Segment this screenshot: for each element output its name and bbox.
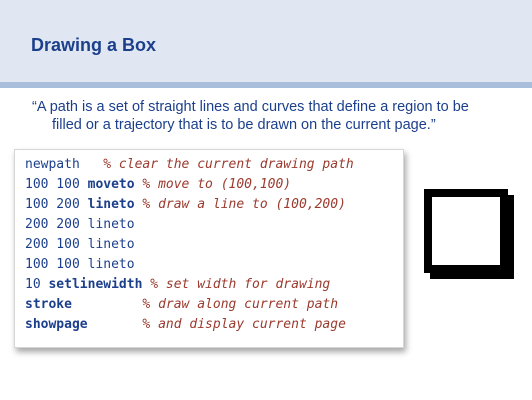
code-listing: newpath % clear the current drawing path… xyxy=(14,149,404,348)
header-divider xyxy=(0,82,532,88)
code-spacer xyxy=(88,317,143,332)
code-text: newpath xyxy=(25,157,104,172)
code-comment: % draw along current path xyxy=(142,297,339,312)
code-line: stroke % draw along current path xyxy=(25,295,338,315)
code-line: showpage % and display current page xyxy=(25,315,346,335)
code-comment: % clear the current drawing path xyxy=(103,157,354,172)
slide-title: Drawing a Box xyxy=(31,35,157,55)
code-text: 100 100 lineto xyxy=(25,257,135,272)
code-comment: % draw a line to (100,200) xyxy=(142,197,346,212)
code-line: newpath % clear the current drawing path xyxy=(25,155,354,175)
code-text: 200 100 lineto xyxy=(25,237,135,252)
code-text: 100 200 xyxy=(25,197,88,212)
code-comment: % set width for drawing xyxy=(150,277,331,292)
code-line: 200 200 lineto xyxy=(25,215,135,235)
code-line: 100 200 lineto % draw a line to (100,200… xyxy=(25,195,346,215)
quote-line-2: filled or a trajectory that is to be dra… xyxy=(52,117,436,133)
quote-line-1: “A path is a set of straight lines and c… xyxy=(32,99,469,115)
code-keyword: stroke xyxy=(25,297,72,312)
code-text: 100 100 xyxy=(25,177,88,192)
drawn-box-illustration xyxy=(424,189,508,273)
slide-header xyxy=(0,0,532,82)
path-definition-quote: “A path is a set of straight lines and c… xyxy=(32,98,512,134)
code-keyword: lineto xyxy=(87,197,135,212)
code-line: 10 setlinewidth % set width for drawing xyxy=(25,275,330,295)
code-line: 100 100 lineto xyxy=(25,255,135,275)
code-keyword: setlinewidth xyxy=(48,277,143,292)
code-comment: % and display current page xyxy=(142,317,346,332)
code-spacer xyxy=(72,297,142,312)
code-keyword: moveto xyxy=(87,177,135,192)
code-text: 200 200 lineto xyxy=(25,217,135,232)
code-comment: % move to (100,100) xyxy=(142,177,292,192)
code-text: 10 xyxy=(25,277,49,292)
code-line: 200 100 lineto xyxy=(25,235,135,255)
code-line: 100 100 moveto % move to (100,100) xyxy=(25,175,291,195)
code-keyword: showpage xyxy=(25,317,88,332)
